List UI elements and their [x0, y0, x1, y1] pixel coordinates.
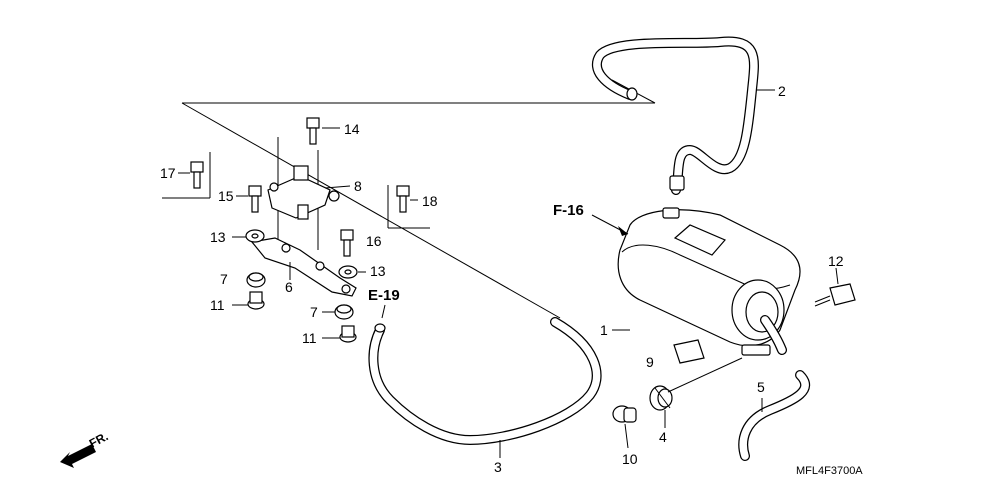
washer-13b: [338, 265, 358, 279]
pad-9: [673, 339, 705, 364]
diagram-code: MFL4F3700A: [796, 465, 863, 477]
collar-11b: [339, 325, 357, 343]
bolt-18: [396, 185, 410, 213]
guide-lines: [162, 79, 656, 319]
hose-lower: [368, 317, 602, 445]
reference-f16: F-16: [553, 202, 584, 219]
label-part-3: 3: [494, 459, 502, 475]
purge-valve: [267, 165, 340, 220]
label-part-5: 5: [757, 379, 765, 395]
label-part-10: 10: [622, 451, 638, 467]
ref-arrow-e19: [381, 304, 386, 319]
washer-13a: [245, 229, 265, 243]
canister: [617, 207, 801, 356]
front-arrow-icon: FR.: [60, 429, 110, 468]
label-part-15: 15: [218, 188, 234, 204]
label-part-4: 4: [659, 429, 667, 445]
label-part-7a: 7: [220, 271, 228, 287]
label-part-16: 16: [366, 233, 382, 249]
hose-upper: [591, 36, 759, 195]
label-part-7b: 7: [310, 304, 318, 320]
label-part-12: 12: [828, 253, 844, 269]
reference-e19: E-19: [368, 287, 400, 304]
label-part-13a: 13: [210, 229, 226, 245]
label-part-9: 9: [646, 354, 654, 370]
hose-small: [738, 370, 811, 461]
grommet-7a: [246, 272, 266, 288]
bolt-14: [306, 117, 320, 145]
label-part-17: 17: [160, 165, 176, 181]
label-part-8: 8: [354, 178, 362, 194]
label-part-13b: 13: [370, 263, 386, 279]
label-part-1: 1: [600, 322, 608, 338]
label-part-18: 18: [422, 193, 438, 209]
bolt-15: [248, 185, 262, 213]
label-part-11b: 11: [302, 330, 317, 346]
grommet-4: [649, 385, 673, 411]
grommet-7b: [334, 304, 354, 320]
bolt-16: [340, 229, 354, 257]
label-part-2: 2: [778, 83, 786, 99]
bracket-6: [250, 237, 357, 297]
ref-arrow-f16: [591, 214, 629, 236]
collar-10: [612, 405, 637, 423]
label-part-6: 6: [285, 279, 293, 295]
leader-lines: [178, 89, 839, 458]
label-part-14: 14: [344, 121, 360, 137]
bolt-17: [190, 161, 204, 189]
label-part-11a: 11: [210, 297, 225, 313]
bolt-12: [814, 283, 856, 307]
collar-11a: [247, 291, 265, 310]
